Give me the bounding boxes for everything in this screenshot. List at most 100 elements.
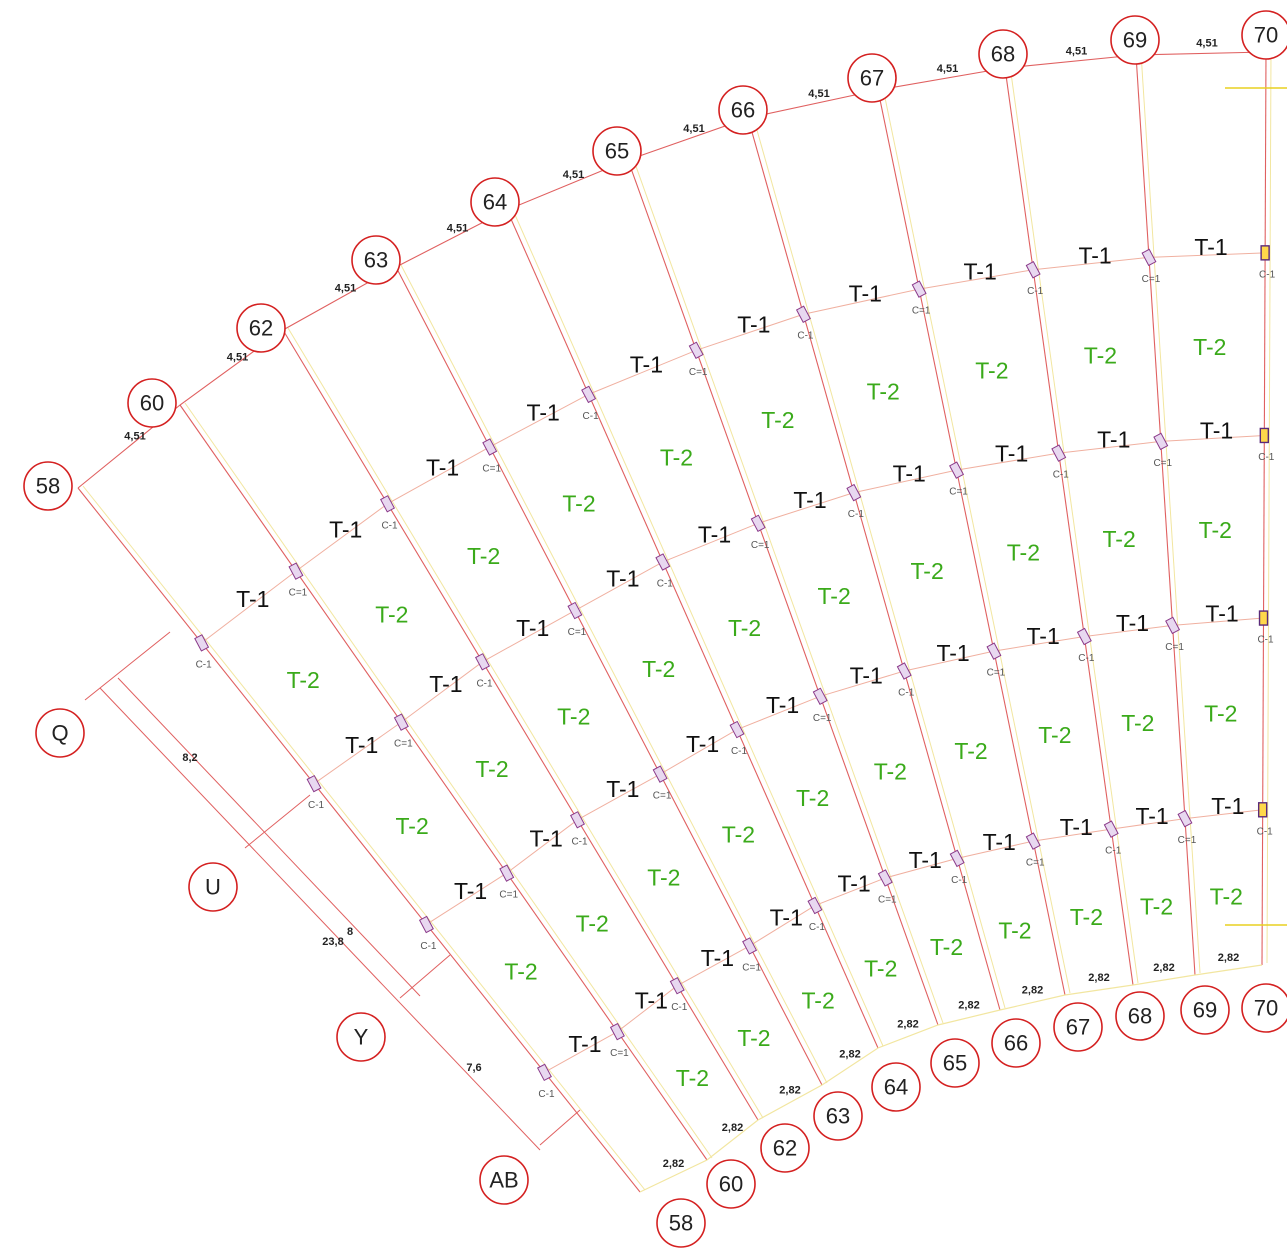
beam-t2-label: T-2 — [1103, 526, 1136, 552]
beam-t2-label: T-2 — [728, 615, 761, 641]
column-label: C=1 — [653, 791, 672, 802]
beam-t1-label: T-1 — [1205, 601, 1238, 627]
grid-bubble-top: 67 — [847, 53, 897, 103]
column-label: C-1 — [809, 922, 826, 933]
beam-t2-label: T-2 — [475, 756, 508, 782]
bubble-circle — [991, 1018, 1041, 1068]
column-label: C-1 — [1257, 635, 1274, 646]
grid-bubble-bottom: 70 — [1241, 983, 1287, 1033]
column-label: C-1 — [308, 800, 325, 811]
column-label: C=1 — [482, 463, 501, 474]
bubble-label: 58 — [669, 1211, 693, 1236]
beam-t2-label: T-2 — [647, 864, 680, 890]
bubble-circle — [1241, 983, 1287, 1033]
inner-spacing-label: 2,82 — [722, 1122, 743, 1134]
beam-t2-label: T-2 — [287, 667, 320, 693]
beam-t2-label: T-2 — [998, 918, 1031, 944]
beam-t1-label: T-1 — [850, 663, 883, 689]
column — [194, 634, 210, 652]
bubble-circle — [470, 177, 520, 227]
grid-bubble-ring: U — [188, 862, 238, 912]
column-label: C=1 — [878, 894, 897, 905]
grid-bubble-top: 65 — [592, 126, 642, 176]
inner-spacing-label: 2,82 — [1022, 985, 1043, 997]
beam-t1-label: T-1 — [698, 522, 731, 548]
beam-t1-label: T-1 — [1211, 793, 1244, 819]
column — [655, 553, 671, 571]
beam-t1-label: T-1 — [454, 878, 487, 904]
beam-t1-label: T-1 — [849, 281, 882, 307]
ring-dimension-label: 23,8 — [322, 936, 343, 948]
beam-t2-label: T-2 — [1140, 894, 1173, 920]
ring-axis-line — [244, 794, 311, 849]
outer-spacing-label: 4,51 — [937, 63, 958, 75]
inner-spacing-label: 2,82 — [663, 1158, 684, 1170]
grid-bubble-bottom: 65 — [930, 1038, 980, 1088]
column-label: C=1 — [949, 487, 968, 498]
beam-t1-label: T-1 — [964, 258, 997, 284]
beam-t2-label: T-2 — [1084, 342, 1117, 368]
column — [609, 1022, 625, 1041]
column-label: C-1 — [1259, 269, 1276, 280]
beam-t2-label: T-2 — [911, 558, 944, 584]
column-label: C-1 — [1078, 653, 1095, 664]
bubble-label: 60 — [719, 1172, 743, 1197]
beam-t2-label: T-2 — [975, 358, 1008, 384]
beam-t2-label: T-2 — [1070, 904, 1103, 930]
beam-t2-label: T-2 — [660, 444, 693, 470]
bubble-label: Q — [51, 721, 68, 746]
grid-lines — [77, 49, 1287, 1193]
bubble-label: 58 — [36, 474, 60, 499]
beam-t1-label: T-1 — [236, 586, 269, 612]
column-label: C-1 — [420, 941, 437, 952]
beam-t2-label: T-2 — [396, 813, 429, 839]
column — [482, 438, 498, 456]
column-label: C-1 — [583, 411, 600, 422]
column-label: C-1 — [1258, 452, 1275, 463]
beam-t1-label: T-1 — [793, 487, 826, 513]
column — [807, 896, 823, 915]
bubble-circle — [479, 1155, 529, 1205]
bubble-circle — [718, 85, 768, 135]
column — [306, 774, 322, 793]
column-label: C=1 — [751, 540, 770, 551]
radial-line-offset — [632, 157, 944, 1024]
bubble-label: 64 — [483, 190, 507, 215]
column-label: C-1 — [381, 520, 398, 531]
column — [1025, 261, 1041, 279]
bubble-circle — [236, 303, 286, 353]
grid-bubble-bottom: 67 — [1053, 1002, 1103, 1052]
beam-t1-label: T-1 — [983, 829, 1016, 855]
column — [795, 305, 811, 323]
outer-spacing-label: 4,51 — [124, 431, 145, 443]
column — [949, 849, 965, 868]
column — [911, 280, 927, 298]
bubble-circle — [188, 862, 238, 912]
bubble-circle — [592, 126, 642, 176]
grid-bubble-bottom: 63 — [813, 1091, 863, 1141]
column — [1259, 427, 1270, 444]
beam-t2-label: T-2 — [1204, 700, 1237, 726]
outer-spacing-label: 4,51 — [335, 283, 356, 295]
column — [1257, 802, 1268, 818]
beam-t1-label: T-1 — [766, 692, 799, 718]
bubble-circle — [871, 1062, 921, 1112]
column — [475, 653, 490, 671]
column — [949, 461, 965, 479]
column — [652, 765, 668, 783]
ring-axis-line — [539, 1109, 581, 1146]
beam-t1-label: T-1 — [737, 311, 770, 337]
column-label: C-1 — [1027, 286, 1044, 297]
beam-t1-label: T-1 — [1060, 814, 1093, 840]
bubble-circle — [1241, 10, 1287, 60]
column-label: C-1 — [1105, 846, 1122, 857]
grid-bubble-bottom: 69 — [1180, 985, 1230, 1035]
outer-arc — [77, 51, 1267, 489]
column-label: C=1 — [1142, 274, 1161, 285]
beam-t2-label: T-2 — [761, 407, 794, 433]
beam-t1-label: T-1 — [1194, 234, 1227, 260]
grid-bubble-bottom: 64 — [871, 1062, 921, 1112]
inner-spacing-label: 2,82 — [1218, 952, 1239, 964]
column-label: C-1 — [657, 578, 674, 589]
column — [1153, 432, 1169, 451]
